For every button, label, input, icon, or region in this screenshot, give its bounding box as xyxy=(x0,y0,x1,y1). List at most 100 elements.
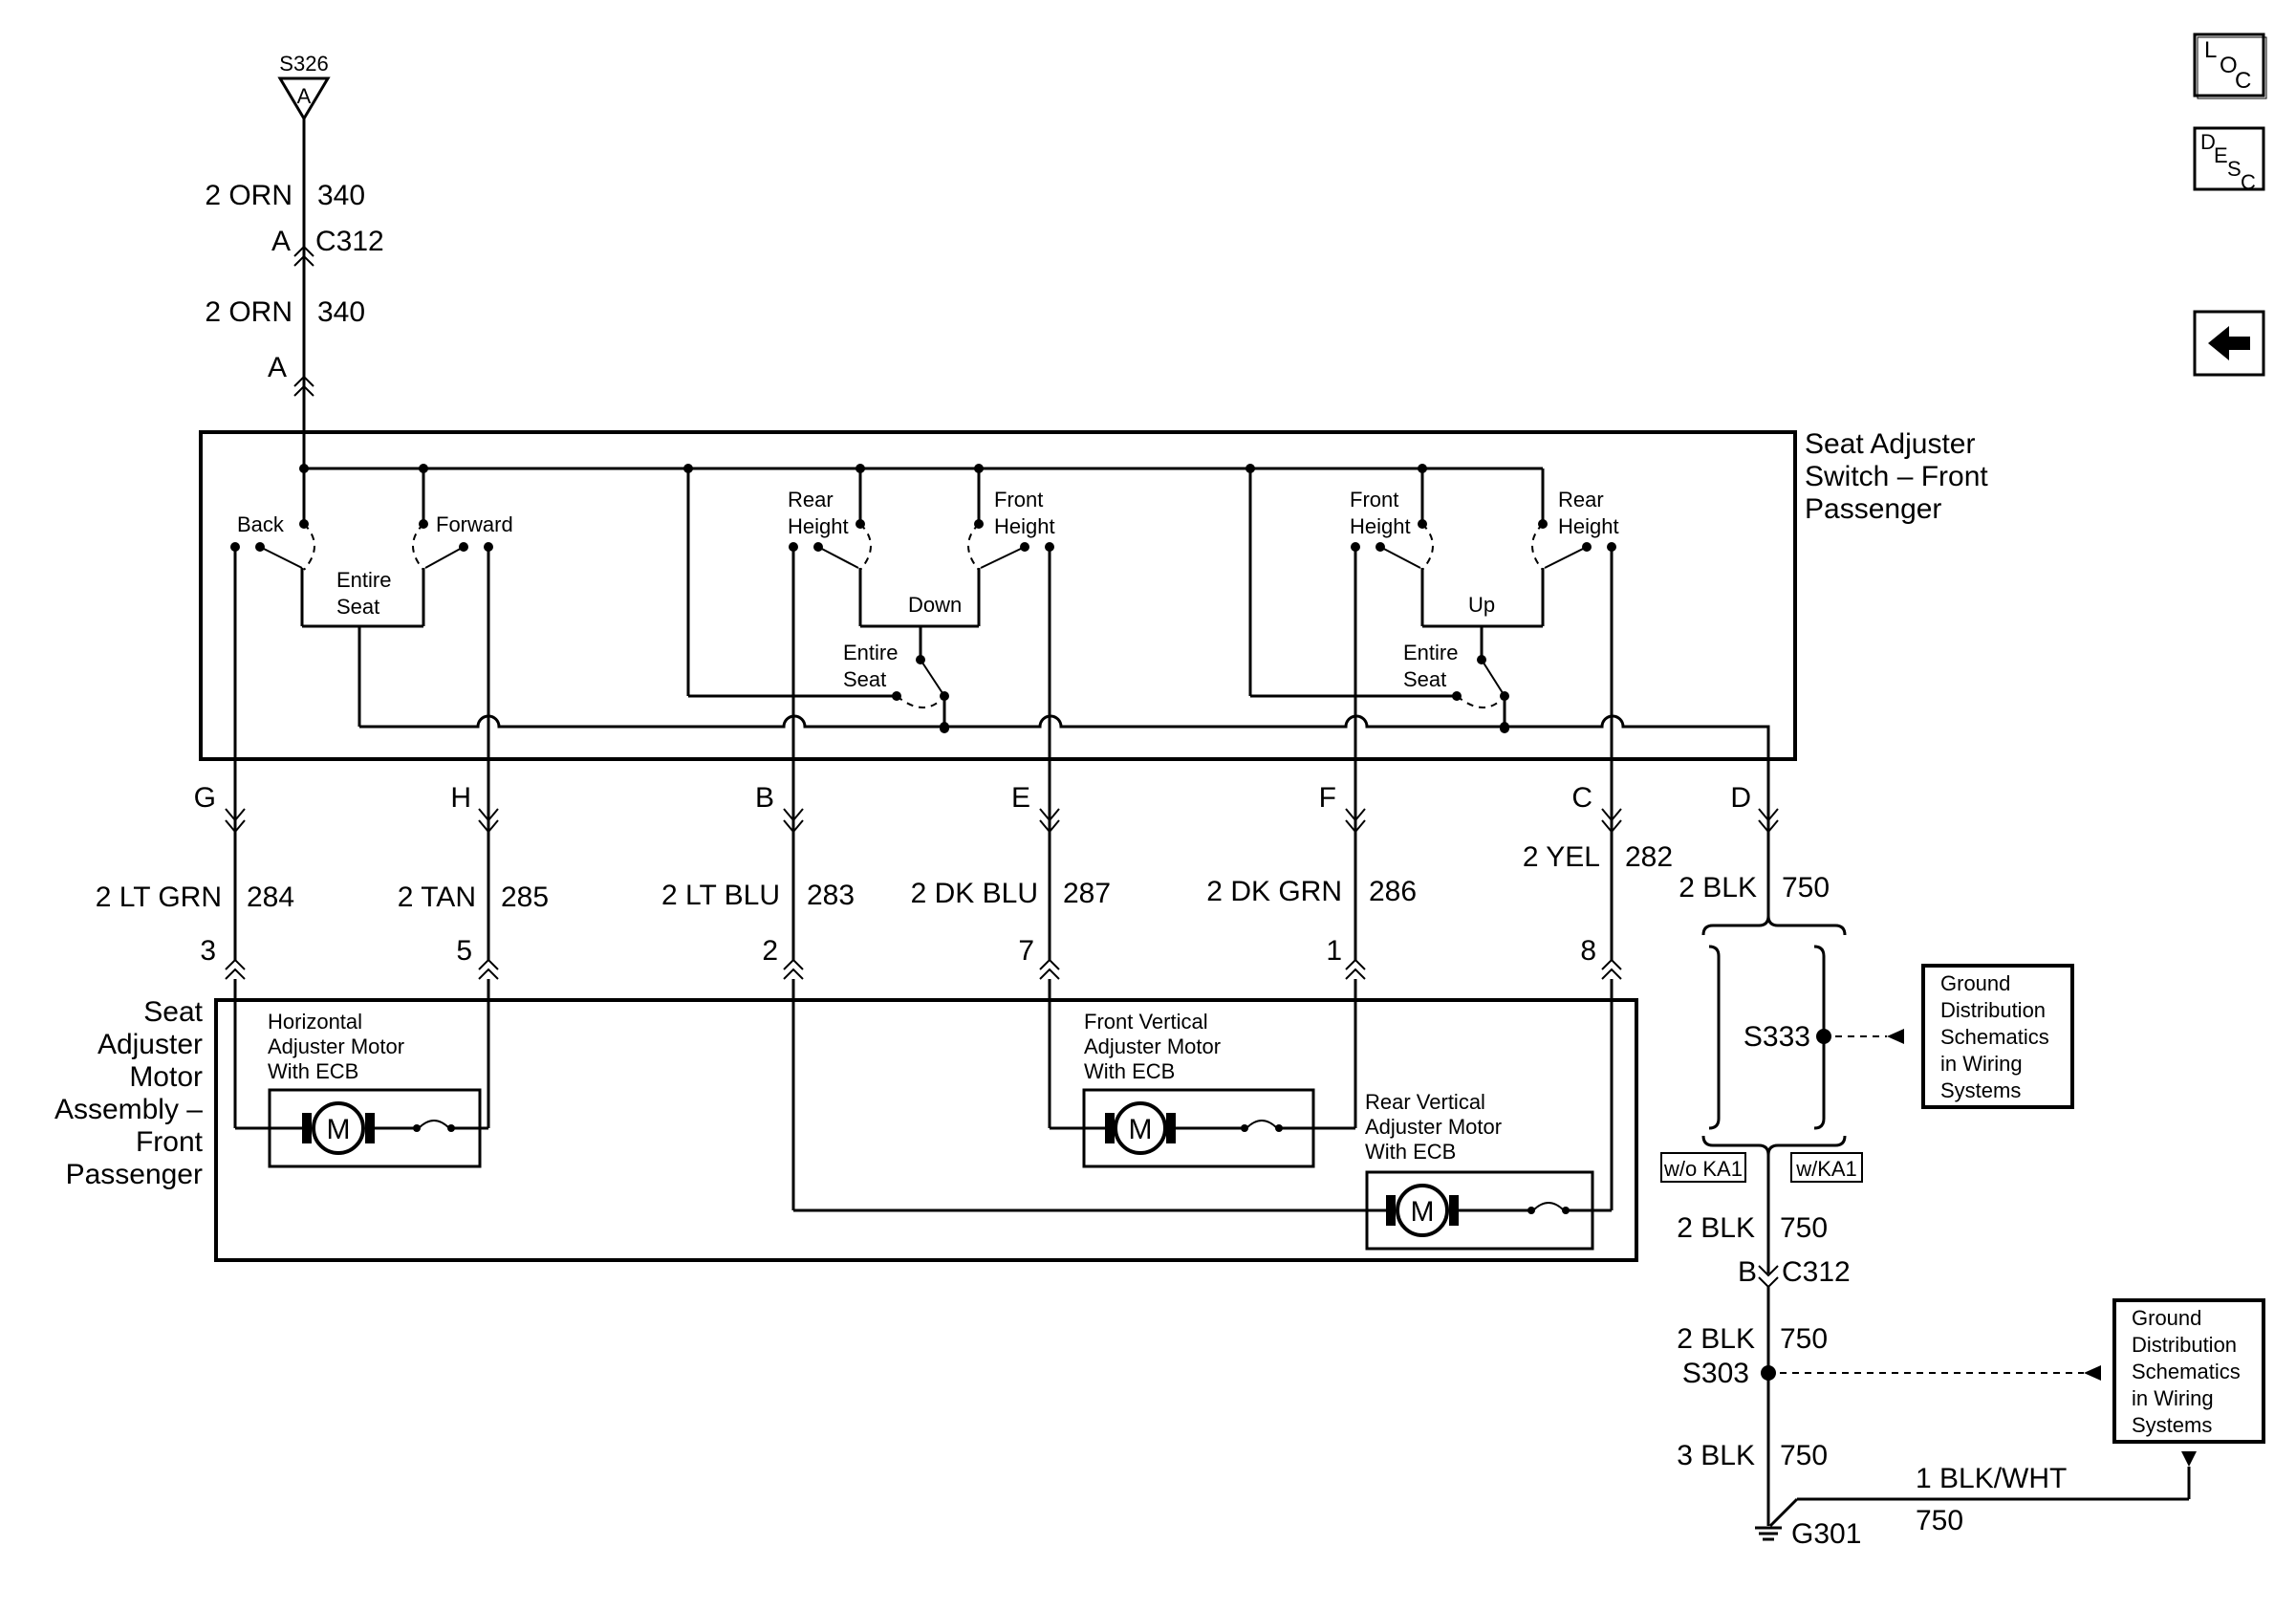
wire-750-circuit: 750 xyxy=(1782,872,1830,903)
wire-750-color: 2 BLK xyxy=(1679,872,1757,903)
back-button[interactable] xyxy=(2193,310,2265,377)
left-arrow-icon xyxy=(2208,326,2250,360)
svg-text:With ECB: With ECB xyxy=(1084,1059,1175,1083)
svg-text:Seat Adjuster: Seat Adjuster xyxy=(1805,428,1975,460)
svg-text:Distribution: Distribution xyxy=(2132,1333,2237,1357)
splice-s326-label: S326 xyxy=(279,52,328,76)
option-tag-w-ka1: w/KA1 xyxy=(1790,1152,1863,1183)
wire-283-circuit: 283 xyxy=(807,880,855,911)
label-rear-height-a1: Rear xyxy=(788,488,834,512)
loc-button[interactable]: L O C xyxy=(2193,33,2267,99)
svg-text:Ground: Ground xyxy=(1940,971,2010,995)
svg-text:Systems: Systems xyxy=(1940,1078,2021,1102)
wire-284-color: 2 LT GRN xyxy=(96,882,222,913)
desc-button[interactable]: D E S C xyxy=(2193,126,2265,194)
ground-conn-name: C312 xyxy=(1782,1256,1851,1288)
front-vertical-adjuster-motor: Front Vertical Adjuster Motor With ECB M xyxy=(1048,979,1357,1168)
switch-input-connector xyxy=(293,375,314,397)
wire-283-color: 2 LT BLU xyxy=(661,880,780,911)
rear-vertical-adjuster-motor: Rear Vertical Adjuster Motor With ECB M xyxy=(791,979,1614,1251)
switch-ground-bus xyxy=(359,714,1770,832)
svg-text:Systems: Systems xyxy=(2132,1413,2212,1437)
splice-s326: S326 A xyxy=(277,52,331,121)
pin-h: H xyxy=(450,782,471,814)
ground-circuit-b: 750 xyxy=(1780,1323,1828,1355)
svg-text:S: S xyxy=(2227,157,2242,181)
pin-e: E xyxy=(1011,782,1030,814)
wire-287-color: 2 DK BLU xyxy=(911,878,1038,909)
pin-b: B xyxy=(755,782,774,814)
label-front-height-b2: Height xyxy=(1350,514,1411,538)
splice-s333-label: S333 xyxy=(1744,1021,1810,1053)
svg-text:Adjuster Motor: Adjuster Motor xyxy=(1084,1034,1221,1058)
wire-284-circuit: 284 xyxy=(247,882,294,913)
motor-pin-7: 7 xyxy=(1018,935,1034,967)
feed-conn-pin: A xyxy=(271,226,291,257)
label-entire-seat-1a: Entire xyxy=(336,568,391,592)
pin-d: D xyxy=(1730,782,1751,814)
motor-connectors xyxy=(225,958,1622,980)
svg-text:With ECB: With ECB xyxy=(268,1059,358,1083)
feed-conn-name: C312 xyxy=(315,226,384,257)
label-front-height-a1: Front xyxy=(994,488,1043,512)
pin-g: G xyxy=(194,782,216,814)
motor-pin-3: 3 xyxy=(200,935,216,967)
label-front-height-a2: Height xyxy=(994,514,1055,538)
motor-pin-2: 2 xyxy=(762,935,778,967)
feed-upper-wire: 2 ORN xyxy=(205,180,292,211)
wire-286-color: 2 DK GRN xyxy=(1206,876,1342,907)
connector-c312-top xyxy=(293,245,314,267)
wire-282-circuit: 282 xyxy=(1625,841,1673,873)
label-entire-seat-1b: Seat xyxy=(336,595,379,619)
svg-text:C: C xyxy=(2241,170,2256,194)
label-entire-seat-3b: Seat xyxy=(1403,667,1446,691)
motor-pin-8: 8 xyxy=(1580,935,1596,967)
s333-option-brackets xyxy=(1701,915,1904,1156)
ground-ref-box-1[interactable]: Ground Distribution Schematics in Wiring… xyxy=(1921,964,2074,1109)
switch-down-section: Rear Height Front Height Down Entire Sea… xyxy=(686,468,1055,733)
label-entire-seat-2b: Seat xyxy=(843,667,886,691)
feed-lower-circuit: 340 xyxy=(317,296,365,328)
ground-circuit-d: 750 xyxy=(1916,1505,1963,1536)
svg-text:L: L xyxy=(2204,37,2217,63)
ground-wire-b: 2 BLK xyxy=(1677,1323,1755,1355)
horizontal-adjuster-motor: Horizontal Adjuster Motor With ECB M xyxy=(233,979,490,1168)
wire-282-color: 2 YEL xyxy=(1523,841,1600,873)
svg-text:D: D xyxy=(2200,130,2216,154)
rear-vertical-motor-symbol: M xyxy=(1411,1196,1435,1228)
label-entire-seat-2a: Entire xyxy=(843,641,898,664)
feed-lower-pin: A xyxy=(268,352,287,383)
feed-lower-wire: 2 ORN xyxy=(205,296,292,328)
wire-285-color: 2 TAN xyxy=(398,882,476,913)
svg-text:Passenger: Passenger xyxy=(66,1159,203,1190)
splice-s303-label: S303 xyxy=(1682,1358,1749,1389)
svg-text:Ground: Ground xyxy=(2132,1306,2201,1330)
label-back: Back xyxy=(237,512,285,536)
horizontal-motor-symbol: M xyxy=(327,1114,351,1145)
svg-text:Front: Front xyxy=(136,1126,204,1158)
label-rear-height-a2: Height xyxy=(788,514,849,538)
svg-text:Horizontal: Horizontal xyxy=(268,1010,362,1034)
svg-text:C: C xyxy=(2235,68,2251,94)
svg-text:Switch – Front: Switch – Front xyxy=(1805,461,1988,492)
svg-text:Schematics: Schematics xyxy=(2132,1360,2241,1383)
wire-285-circuit: 285 xyxy=(501,882,549,913)
label-up: Up xyxy=(1468,593,1495,617)
label-rear-height-b1: Rear xyxy=(1558,488,1604,512)
pin-c: C xyxy=(1571,782,1592,814)
ground-circuit-c: 750 xyxy=(1780,1440,1828,1471)
ground-wire-c: 3 BLK xyxy=(1677,1440,1755,1471)
wire-286-circuit: 286 xyxy=(1369,876,1417,907)
svg-text:Motor: Motor xyxy=(129,1061,203,1093)
label-front-height-b1: Front xyxy=(1350,488,1398,512)
svg-text:E: E xyxy=(2214,143,2228,167)
svg-text:Distribution: Distribution xyxy=(1940,998,2046,1022)
ground-wire-a: 2 BLK xyxy=(1677,1212,1755,1244)
ground-ref-box-2[interactable]: Ground Distribution Schematics in Wiring… xyxy=(2112,1298,2265,1444)
switch-entire-seat-section: Back Forward Entire Seat xyxy=(230,468,513,832)
option-tag-wo-ka1: w/o KA1 xyxy=(1660,1152,1746,1183)
label-forward: Forward xyxy=(436,512,513,536)
label-rear-height-b2: Height xyxy=(1558,514,1619,538)
pin-f: F xyxy=(1319,782,1336,814)
wire-287-circuit: 287 xyxy=(1063,878,1111,909)
